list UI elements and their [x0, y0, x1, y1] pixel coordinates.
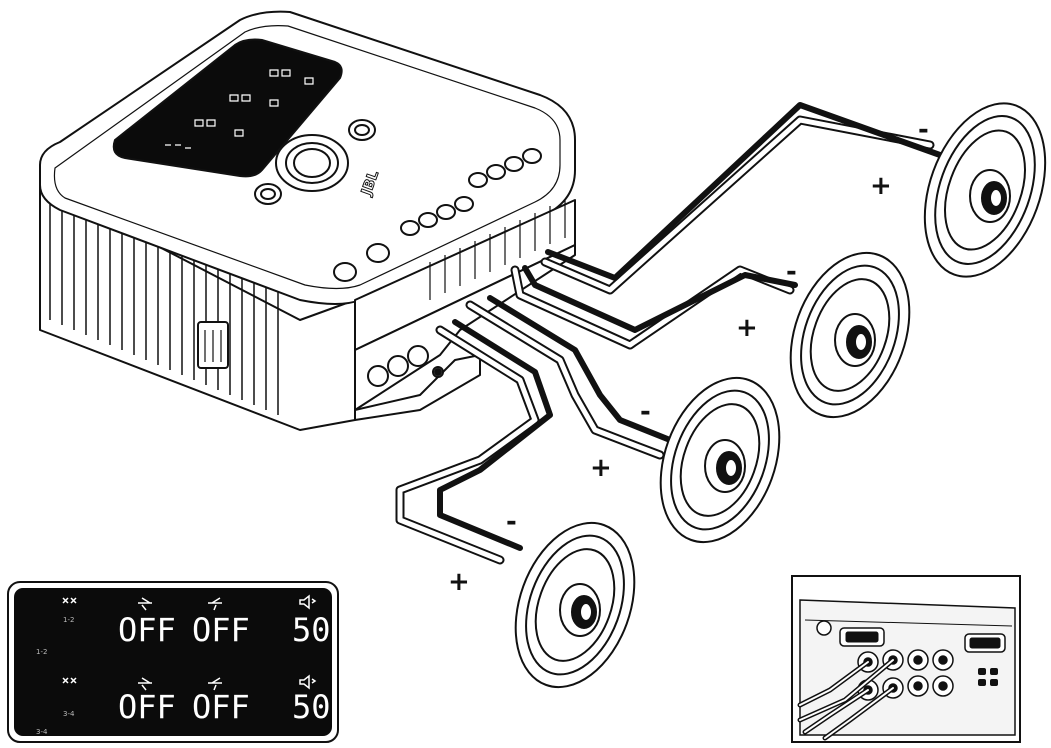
heatsink-fins-right — [429, 200, 566, 300]
row-1-lowpass-value: OFF — [192, 611, 250, 649]
speaker-4-negative-label: - — [506, 507, 517, 537]
speaker-3-positive-label: + — [590, 453, 612, 483]
button-row-2-4 — [454, 196, 474, 212]
row-1-level-value: 50 — [292, 611, 331, 649]
speaker-2-positive-label: + — [736, 313, 758, 343]
button-row-2-2 — [418, 212, 438, 228]
front-port-3 — [407, 345, 429, 367]
speaker-3 — [659, 376, 781, 544]
amplifier-top-rim — [53, 25, 561, 290]
speaker-1-positive-label: + — [870, 171, 892, 201]
row-2-channel-label: 3-4 — [63, 710, 75, 718]
speaker-3-negative-label: - — [640, 397, 651, 427]
speaker-1-negative-label: - — [918, 115, 929, 145]
button-row-3-2 — [486, 164, 506, 180]
highpass-icon-row-1 — [138, 597, 152, 611]
speaker-4-positive-label: + — [448, 567, 470, 597]
highpass-icon-row-2 — [138, 677, 152, 691]
row-2-highpass-value: OFF — [118, 688, 176, 726]
button-row-2-1 — [400, 220, 420, 236]
speaker-2 — [789, 251, 911, 419]
speaker-1 — [923, 102, 1047, 278]
row-2-lowpass-value: OFF — [192, 688, 250, 726]
row-1-channel-label: 1-2 — [63, 616, 74, 624]
button-row-3-1 — [468, 172, 488, 188]
speaker-2-negative-label: - — [786, 257, 797, 287]
row-1-side-label: 1-2 — [36, 648, 47, 656]
power-indicator — [434, 368, 442, 376]
speaker-cables — [395, 102, 943, 565]
row-2-level-value: 50 — [292, 688, 331, 726]
lowpass-icon-row-2 — [208, 677, 222, 691]
cable-speaker-3 — [465, 295, 673, 460]
cable-speaker-4 — [395, 319, 553, 565]
cable-speaker-2 — [510, 265, 798, 350]
polarity-labels: - + - + - + - + — [448, 115, 929, 597]
front-port-1 — [367, 365, 389, 387]
amplifier-display — [112, 38, 343, 178]
crossover-icon-row-1 — [62, 597, 77, 604]
row-2-side-label: 3-4 — [36, 728, 48, 736]
speaker-icon-row-1 — [299, 594, 317, 610]
amplifier-base — [354, 354, 481, 421]
button-row-3-4 — [522, 148, 542, 164]
closeup-button-grid — [978, 668, 998, 686]
amplifier-controls — [254, 119, 542, 376]
connector-closeup-inset — [791, 575, 1021, 743]
button-row-3-3 — [504, 156, 524, 172]
button-row-1-2 — [366, 243, 390, 263]
lowpass-icon-row-1 — [208, 597, 222, 611]
button-row-1-1 — [333, 262, 357, 282]
crossover-icon-row-2 — [62, 677, 77, 684]
button-row-2-3 — [436, 204, 456, 220]
lcd-inset: 1-2 1-2 OFF OFF 50 3-4 3-4 OFF OFF 50 — [7, 581, 339, 743]
cable-speaker-1 — [540, 102, 943, 295]
speaker-4 — [514, 521, 636, 689]
speaker-icon-row-2 — [299, 674, 317, 690]
closeup-screw — [816, 620, 832, 636]
rca-cables-inner — [799, 659, 894, 739]
row-1-highpass-value: OFF — [118, 611, 176, 649]
small-knob-right — [348, 119, 376, 141]
front-port-2 — [387, 355, 409, 377]
small-knob-left — [254, 183, 282, 205]
